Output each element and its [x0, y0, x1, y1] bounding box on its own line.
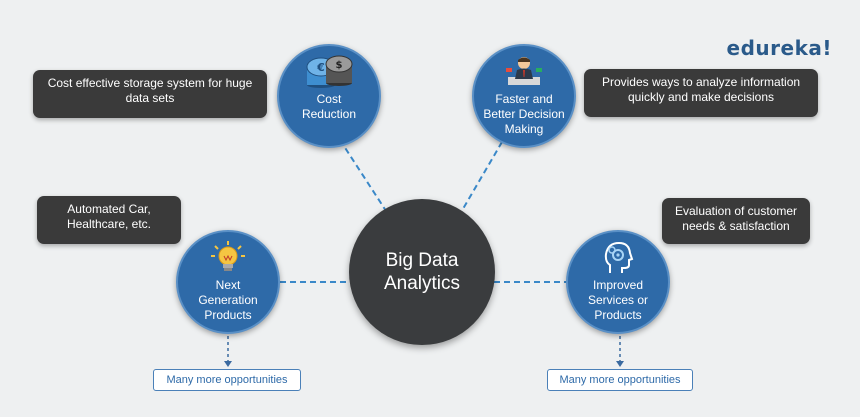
- node-label: Faster and Better Decision Making: [483, 92, 565, 136]
- node-label: Cost Reduction: [301, 92, 357, 121]
- node-next-generation: Next Generation Products: [176, 230, 280, 334]
- svg-text:$: $: [336, 60, 343, 71]
- arrow-opp-left: [224, 361, 232, 367]
- connector-cost: [339, 139, 389, 215]
- big-data-analytics-hub: Big Data Analytics: [349, 199, 495, 345]
- callout-services: Evaluation of customer needs & satisfact…: [662, 198, 810, 244]
- center-label: Big Data Analytics: [383, 250, 461, 294]
- node-label: Improved Services or Products: [587, 278, 649, 322]
- edureka-logo: edureka!: [726, 36, 832, 60]
- callout-next-gen: Automated Car, Healthcare, etc.: [37, 196, 181, 244]
- head-gears-icon: [600, 240, 636, 276]
- svg-text:€: €: [316, 61, 325, 74]
- coins-icon: € $: [303, 54, 355, 90]
- arrow-opp-right: [616, 361, 624, 367]
- node-label: Next Generation Products: [198, 278, 258, 322]
- lightbulb-icon: [210, 240, 246, 276]
- connector-decision: [459, 141, 503, 215]
- businessman-icon: [506, 54, 542, 90]
- node-faster-decision: Faster and Better Decision Making: [472, 44, 576, 148]
- callout-decision: Provides ways to analyze information qui…: [584, 69, 818, 117]
- opportunities-box-right: Many more opportunities: [547, 369, 693, 391]
- opportunities-box-left: Many more opportunities: [153, 369, 301, 391]
- node-improved-services: Improved Services or Products: [566, 230, 670, 334]
- node-cost-reduction: € $ Cost Reduction: [277, 44, 381, 148]
- callout-cost: Cost effective storage system for huge d…: [33, 70, 267, 118]
